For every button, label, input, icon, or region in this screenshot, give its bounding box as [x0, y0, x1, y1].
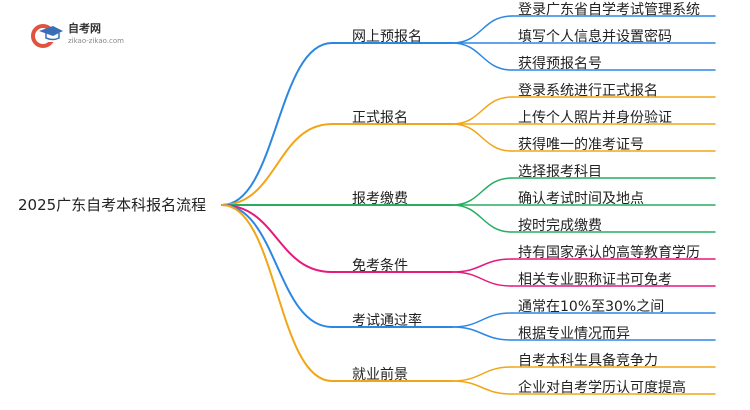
leaf-label: 选择报考科目	[518, 164, 602, 180]
leaf-label: 自考本科生具备竞争力	[518, 353, 658, 369]
connector-root-3	[221, 204, 333, 273]
mindmap-root: 2025广东自考本科报名流程	[18, 196, 207, 214]
leaf-label: 相关专业职称证书可免考	[518, 272, 672, 288]
connector-leaf-3-0	[451, 258, 513, 273]
connector-root-0	[221, 42, 333, 206]
leaf-label: 按时完成缴费	[518, 218, 602, 234]
brand-logo: 自考网 zikao-zikao.com	[30, 20, 150, 50]
leaf-label: 确认考试时间及地点	[518, 191, 644, 207]
connector-leaf-0-2	[451, 42, 513, 71]
leaf-label: 登录系统进行正式报名	[518, 83, 658, 99]
connector-leaf-1-0	[451, 96, 513, 125]
leaf-label: 持有国家承认的高等教育学历	[518, 245, 700, 261]
brand-name: 自考网	[68, 22, 101, 35]
branch-label: 就业前景	[352, 367, 408, 383]
connector-leaf-3-1	[451, 271, 513, 287]
branch-label: 网上预报名	[352, 29, 422, 45]
connector-leaf-5-1	[451, 380, 513, 395]
graduation-cap-icon	[31, 24, 63, 48]
connector-leaf-4-0	[451, 312, 513, 328]
leaf-label: 填写个人信息并设置密码	[518, 29, 672, 45]
leaf-label: 企业对自考学历认可度提高	[518, 380, 686, 396]
connector-root-1	[221, 123, 333, 206]
connector-root-4	[221, 204, 333, 328]
leaf-label: 登录广东省自学考试管理系统	[518, 2, 700, 18]
leaf-label: 根据专业情况而异	[518, 326, 630, 342]
leaf-label: 上传个人照片并身份验证	[518, 110, 672, 126]
branch-label: 正式报名	[352, 110, 408, 126]
leaf-label: 获得预报名号	[518, 56, 602, 72]
connector-leaf-4-1	[451, 326, 513, 341]
connector-leaf-1-2	[451, 123, 513, 152]
connector-leaf-5-0	[451, 366, 513, 382]
connector-leaf-2-2	[451, 204, 513, 233]
branch-label: 考试通过率	[352, 313, 422, 329]
leaf-label: 通常在10%至30%之间	[518, 299, 665, 315]
brand-url: zikao-zikao.com	[68, 37, 124, 45]
connector-leaf-0-0	[451, 15, 513, 44]
branch-label: 免考条件	[352, 258, 408, 274]
connector-leaf-2-0	[451, 177, 513, 206]
leaf-label: 获得唯一的准考证号	[518, 137, 644, 153]
branch-label: 报考缴费	[352, 191, 408, 207]
connector-root-5	[221, 204, 333, 382]
